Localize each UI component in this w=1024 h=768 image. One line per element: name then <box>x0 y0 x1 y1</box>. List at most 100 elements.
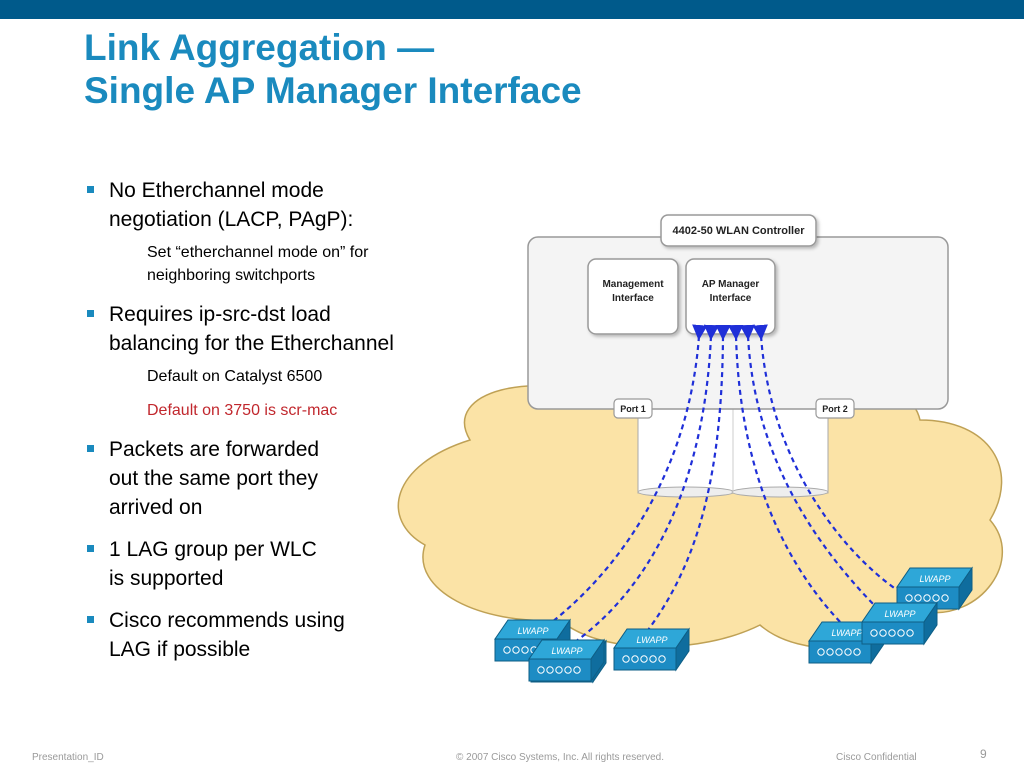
ap-port-icon <box>941 594 949 602</box>
bullet-line: negotiation (LACP, PAgP): <box>109 208 354 231</box>
ap-port-icon <box>853 648 861 656</box>
page-number: 9 <box>980 747 987 761</box>
ap-port-icon <box>537 666 545 674</box>
etherchannel-bottom-right <box>731 486 829 498</box>
bullet-item: Requires ip-src-dst load balancing for th… <box>84 300 474 422</box>
port2-label: Port 2 <box>822 404 848 414</box>
ap-port-icon <box>835 648 843 656</box>
ap-port-icon <box>826 648 834 656</box>
bullet-item: No Etherchannel mode negotiation (LACP, P… <box>84 176 474 287</box>
bullet-line: Packets are forwarded <box>109 438 320 461</box>
lwapp-label: LWAPP <box>831 628 862 638</box>
lag-diagram: 4402-50 WLAN Controller Management Inter… <box>397 214 1003 684</box>
sub-bullet: Default on 3750 is scr-mac <box>84 399 474 422</box>
sub-bullet-line: Default on Catalyst 6500 <box>147 368 323 385</box>
lwapp-access-point: LWAPP <box>528 638 605 683</box>
top-bar <box>0 0 1024 19</box>
ap-port-icon <box>932 594 940 602</box>
controller-label-box <box>660 214 817 247</box>
link-ap5 <box>739 324 878 609</box>
bullet-text: Requires ip-src-dst load balancing for th… <box>84 300 474 358</box>
lwapp-label: LWAPP <box>919 574 950 584</box>
bullet-line: balancing for the Etherchannel <box>109 332 394 355</box>
port1-label: Port 1 <box>620 404 646 414</box>
bullet-square-icon <box>87 186 94 193</box>
bullet-line: Cisco recommends using <box>109 609 345 632</box>
ap-port-icon <box>521 646 529 654</box>
lwapp-label: LWAPP <box>551 646 582 656</box>
bullet-text: No Etherchannel mode negotiation (LACP, P… <box>84 176 474 234</box>
ap-manager-interface-label-2: Interface <box>710 293 752 304</box>
lwapp-access-point: LWAPP <box>861 601 938 646</box>
ap-port-icon <box>546 666 554 674</box>
footer-presentation-id: Presentation_ID <box>32 752 104 763</box>
bullet-square-icon <box>87 445 94 452</box>
link-ap1 <box>551 324 708 623</box>
ap-manager-interface-label-1: AP Manager <box>702 279 760 290</box>
slide-title: Link Aggregation — Single AP Manager Int… <box>84 26 582 112</box>
link-ap6 <box>752 324 898 591</box>
bullet-line: 1 LAG group per WLC <box>109 538 317 561</box>
ap-port-icon <box>503 646 511 654</box>
ap-port-icon <box>658 655 666 663</box>
bullet-square-icon <box>87 545 94 552</box>
footer-copyright: © 2007 Cisco Systems, Inc. All rights re… <box>456 752 665 763</box>
ap-port-icon <box>923 594 931 602</box>
lwapp-access-point: LWAPP <box>896 566 973 611</box>
ap-port-icon <box>622 655 630 663</box>
ap-port-icon <box>897 629 905 637</box>
ap-port-icon <box>905 594 913 602</box>
ap-port-icon <box>870 629 878 637</box>
bullet-line: is supported <box>109 567 224 590</box>
bullet-list: No Etherchannel mode negotiation (LACP, P… <box>84 176 474 664</box>
bullet-line: LAG if possible <box>109 638 251 661</box>
sub-bullet-line: neighboring switchports <box>147 267 316 284</box>
bullet-square-icon <box>87 310 94 317</box>
controller-label: 4402-50 WLAN Controller <box>672 225 805 237</box>
ap-port-icon <box>914 594 922 602</box>
management-interface-box <box>587 258 679 335</box>
bullet-text: Packets are forwarded out the same port t… <box>84 435 474 522</box>
port1-box <box>613 398 653 419</box>
management-interface-label-2: Interface <box>612 293 654 304</box>
sub-bullet-line: Default on 3750 is scr-mac <box>147 402 338 419</box>
sub-bullet-line: Set “etherchannel mode on” for <box>147 244 369 261</box>
lwapp-label: LWAPP <box>636 635 667 645</box>
ap-port-icon <box>640 655 648 663</box>
ap-port-icon <box>844 648 852 656</box>
slide-title-line2: Single AP Manager Interface <box>84 70 582 111</box>
port2-box <box>815 398 855 419</box>
ap-port-icon <box>888 629 896 637</box>
footer-confidential: Cisco Confidential <box>836 752 917 763</box>
lwapp-label: LWAPP <box>517 626 548 636</box>
link-ap3 <box>647 324 731 631</box>
bullet-item: 1 LAG group per WLC is supported <box>84 535 474 593</box>
bullet-item: Packets are forwarded out the same port t… <box>84 435 474 522</box>
bullet-line: out the same port they <box>109 467 318 490</box>
bullet-square-icon <box>87 616 94 623</box>
ap-port-icon <box>555 666 563 674</box>
bullet-line: Requires ip-src-dst load <box>109 303 331 326</box>
ap-port-icon <box>817 648 825 656</box>
bullet-line: No Etherchannel mode <box>109 179 324 202</box>
sub-bullet: Set “etherchannel mode on” for neighborin… <box>84 241 474 287</box>
bullet-line: arrived on <box>109 496 203 519</box>
ap-port-icon <box>906 629 914 637</box>
ap-port-icon <box>649 655 657 663</box>
ap-port-icon <box>879 629 887 637</box>
management-interface-label-1: Management <box>602 279 664 290</box>
ap-port-icon <box>631 655 639 663</box>
traffic-links <box>551 324 898 643</box>
etherchannel-bottom-left <box>637 486 735 498</box>
slide-title-line1: Link Aggregation — <box>84 27 435 68</box>
ap-port-icon <box>512 646 520 654</box>
sub-bullet: Default on Catalyst 6500 <box>84 365 474 388</box>
lwapp-access-point: LWAPP <box>613 627 690 672</box>
link-ap4 <box>727 324 844 626</box>
bullet-text: 1 LAG group per WLC is supported <box>84 535 474 593</box>
access-points: LWAPPLWAPPLWAPPLWAPPLWAPPLWAPPLWAPP <box>494 566 973 684</box>
ap-port-icon <box>573 666 581 674</box>
lwapp-label: LWAPP <box>884 609 915 619</box>
